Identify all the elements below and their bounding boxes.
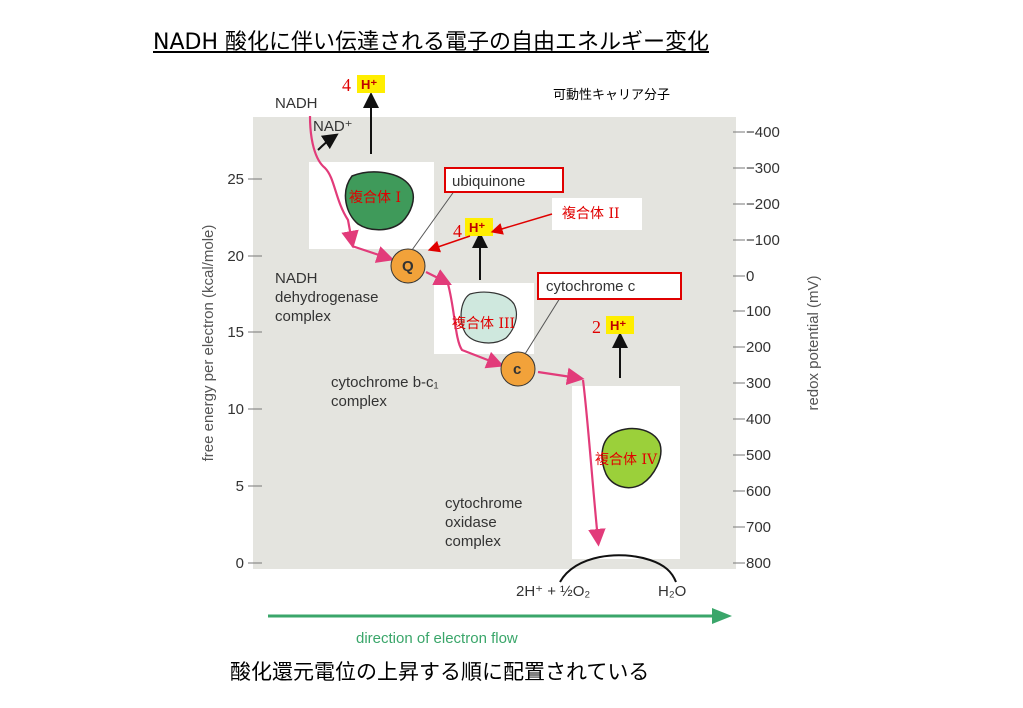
right-axis-label: redox potential (mV) — [805, 275, 822, 410]
nadh-dh-line2: dehydrogenase — [275, 289, 378, 306]
complex1-label: 複合体 I — [349, 189, 401, 206]
cytochrome-c-leader — [524, 297, 561, 355]
electron-path-5 — [537, 367, 585, 386]
flow-label: direction of electron flow — [356, 630, 518, 647]
left-tick: 10 — [227, 401, 244, 418]
nad-plus-label: NAD⁺ — [313, 118, 353, 135]
right-tick: 100 — [746, 303, 771, 320]
complex2-label: 複合体 II — [562, 205, 620, 222]
complex3-label: 複合体 III — [452, 315, 515, 332]
proton-count-4: 2 — [592, 317, 601, 337]
electron-path-2 — [351, 244, 395, 263]
oxidase-line3: complex — [445, 533, 501, 550]
hplus-text: H⁺ — [610, 318, 626, 333]
o2-label: 2H⁺ + ½O₂ — [516, 583, 590, 600]
hplus-text: H⁺ — [469, 220, 485, 235]
complex1-blob — [344, 171, 414, 231]
ubiquinone-leader — [411, 189, 456, 251]
hplus-badge — [606, 316, 634, 334]
q-label: Q — [402, 258, 414, 275]
left-tick: 20 — [227, 248, 244, 265]
nad-arrow — [317, 133, 339, 151]
right-tick: 0 — [746, 268, 754, 285]
right-axis: −400 −300 −200 −100 0 100 200 300 400 50… — [733, 124, 780, 572]
electron-path-3 — [425, 269, 452, 285]
nadh-dh-line1: NADH — [275, 270, 318, 287]
electron-path-1 — [308, 115, 359, 249]
proton-count-1: 4 — [342, 75, 351, 95]
cytochrome-c-carrier — [500, 351, 536, 387]
right-tick: 600 — [746, 483, 771, 500]
oxidase-line2: oxidase — [445, 514, 497, 531]
page-title: NADH 酸化に伴い伝達される電子の自由エネルギー変化 — [153, 30, 709, 55]
ubiquinone-label: ubiquinone — [452, 173, 525, 190]
electron-path-6 — [581, 379, 606, 547]
right-tick: −400 — [746, 124, 780, 141]
complex3-blob — [460, 291, 518, 344]
right-tick: 400 — [746, 411, 771, 428]
right-tick: 500 — [746, 447, 771, 464]
electron-path-4 — [446, 283, 505, 369]
bc1-line2: complex — [331, 393, 387, 410]
complex4-blob — [601, 427, 662, 489]
left-tick: 0 — [236, 555, 244, 572]
complex2-arrow-a — [490, 213, 553, 235]
right-tick: −200 — [746, 196, 780, 213]
left-tick: 25 — [227, 171, 244, 188]
bc1-line1: cytochrome b-c₁ — [331, 374, 439, 391]
ubiquinone-carrier — [390, 248, 426, 284]
cytochrome-c-label: cytochrome c — [546, 278, 636, 295]
ubiquinone-box — [444, 167, 564, 193]
o2-curve — [559, 554, 677, 583]
left-axis-label: free energy per electron (kcal/mole) — [200, 225, 217, 462]
cytochrome-c-box — [537, 272, 682, 300]
complex2-label-box — [552, 198, 642, 230]
right-tick: 300 — [746, 375, 771, 392]
footer-caption: 酸化還元電位の上昇する順に配置されている — [230, 660, 650, 684]
right-tick: 700 — [746, 519, 771, 536]
complex4-label: 複合体 IV — [595, 451, 658, 468]
left-tick: 15 — [227, 324, 244, 341]
nadh-dh-line3: complex — [275, 308, 331, 325]
flow-arrowhead — [712, 608, 732, 624]
hplus-text: H⁺ — [361, 77, 377, 92]
complex2-arrow-b — [427, 235, 471, 253]
mobile-carrier-label: 可動性キャリア分子 — [553, 88, 671, 103]
c-label: c — [513, 361, 521, 378]
left-axis: 25 20 15 10 5 0 — [227, 171, 262, 572]
proton-count-3: 4 — [453, 221, 462, 241]
right-tick: −300 — [746, 160, 780, 177]
right-tick: 800 — [746, 555, 771, 572]
nadh-label: NADH — [275, 95, 318, 112]
hplus-badge — [465, 218, 493, 236]
h2o-label: H₂O — [658, 583, 686, 600]
left-tick: 5 — [236, 478, 244, 495]
hplus-badge — [357, 75, 385, 93]
right-tick: 200 — [746, 339, 771, 356]
right-tick: −100 — [746, 232, 780, 249]
oxidase-line1: cytochrome — [445, 495, 523, 512]
